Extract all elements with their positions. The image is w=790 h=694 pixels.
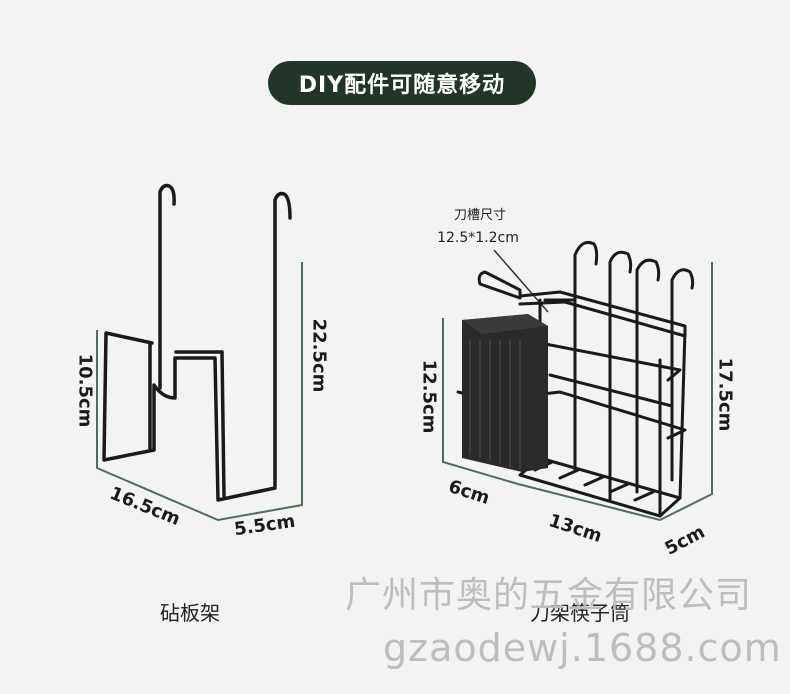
right-product-label: 刀架筷子筒 xyxy=(530,601,630,625)
cutting-board-rack xyxy=(102,183,292,502)
slot-title: 刀槽尺寸 xyxy=(453,208,506,223)
left-dimension-lines xyxy=(96,262,303,522)
left-product-label: 砧板架 xyxy=(160,601,220,625)
page-title: DIY配件可随意移动 xyxy=(268,61,536,105)
left-height-side-label: 10.5cm xyxy=(74,353,96,428)
watermark-url: gzaodewj.1688.com xyxy=(383,626,782,670)
left-height-total-label: 22.5cm xyxy=(308,318,330,393)
slot-size: 12.5*1.2cm xyxy=(437,230,519,246)
total-height-label: 17.5cm xyxy=(714,357,736,432)
cup-height-label: 12.5cm xyxy=(418,359,440,434)
watermark-company: 广州市奥的五金有限公司 xyxy=(345,575,753,616)
chopstick-cup xyxy=(462,314,548,472)
right-dimension-lines xyxy=(442,262,713,522)
